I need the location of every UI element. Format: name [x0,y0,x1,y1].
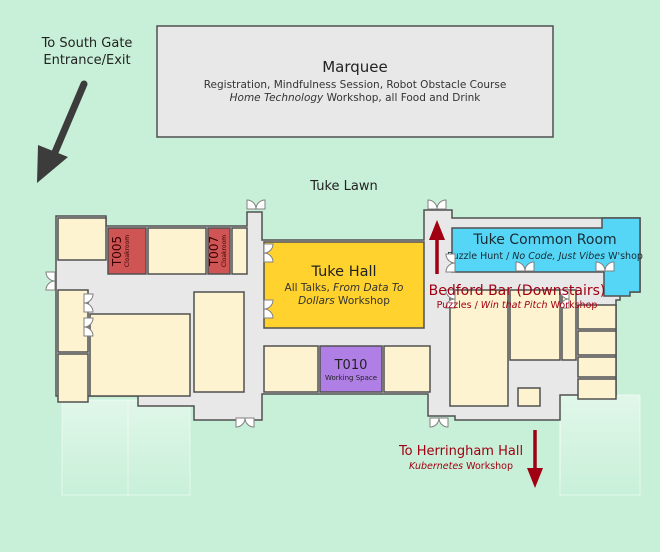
arrow-icon [527,430,543,488]
room-tuke-hall[interactable] [263,241,425,329]
room-south-west [89,313,191,397]
south-gate-label-line1: To South Gate [41,36,133,51]
tuke-hall-title: Tuke Hall [310,264,376,280]
marquee-area[interactable] [156,25,554,138]
faded-buildings [61,394,641,496]
room-east-1 [449,289,509,407]
room-east-stair-3 [577,356,617,378]
room-north-mid [147,227,207,275]
tuke-lawn-label: Tuke Lawn [309,179,377,194]
herringham-sub: Kubernetes Workshop [409,461,513,472]
tuke-hall-line1: All Talks, From Data To [285,282,404,294]
t005-sub: Cloakroom [124,235,131,267]
room-east-stair-4 [577,378,617,400]
room-centre-1 [263,345,319,393]
room-centre-2 [383,345,431,393]
room-small-box [517,387,541,407]
room-east-stair-1 [577,304,617,330]
rooms [57,217,617,407]
arrow-icon [429,220,445,274]
bedford-bar-sub: Puzzles / Win that Pitch Workshop [437,300,598,311]
tuke-hall-line2: Dollars Workshop [298,295,390,307]
marquee-title: Marquee [322,58,388,76]
room-t005[interactable] [107,227,147,275]
arrow-icon [37,80,88,183]
room-north-east [231,227,248,275]
herringham-title[interactable]: To Herringham Hall [398,444,523,459]
room-centre-west [193,291,245,393]
room-west-1 [57,289,89,353]
marquee-line1: Registration, Mindfulness Session, Robot… [204,79,507,91]
marquee-line2: Home Technology Workshop, all Food and D… [230,92,482,104]
room-nw [57,217,107,261]
t010-sub: Working Space [325,374,377,382]
t005-code: T005 [110,236,124,267]
room-tuke-common-room[interactable] [451,217,641,297]
t007-sub: Cloakroom [221,235,228,267]
t007-code: T007 [207,236,221,267]
room-west-2 [57,353,89,403]
room-east-stair-2 [577,330,617,356]
south-gate-label-line2: Entrance/Exit [43,53,130,68]
room-east-2 [509,289,561,361]
room-t007[interactable] [207,227,231,275]
t010-code: T010 [334,358,368,373]
common-room-sub: Puzzle Hunt / No Code, Just Vibes W'shop [447,251,643,262]
room-t010[interactable] [319,345,383,393]
bedford-bar-title[interactable]: Bedford Bar (Downstairs) [429,283,606,299]
common-room-title: Tuke Common Room [472,232,616,248]
